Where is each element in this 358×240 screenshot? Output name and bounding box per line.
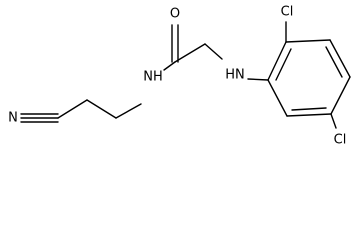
ring-bond-3 xyxy=(329,39,351,78)
bond-carbonyl-ch2 xyxy=(174,43,206,63)
atom-amide-o: O xyxy=(170,7,180,22)
benzene-ring xyxy=(267,39,351,117)
bond-nh-carbonyl xyxy=(163,61,176,71)
bond-ring-cl-bottom xyxy=(330,113,337,129)
bond-ch2-ch2 xyxy=(86,99,117,119)
ring-inner-bond-1 xyxy=(275,48,292,81)
bond-ch2-nh xyxy=(115,103,142,119)
atom-cl-top: Cl xyxy=(281,5,294,20)
nitrile-group: N xyxy=(8,111,59,126)
atom-nitrile-n: N xyxy=(8,111,18,126)
atom-amide-nh: NH xyxy=(143,70,163,85)
ring-bond-5 xyxy=(286,113,332,117)
ring-bond-4 xyxy=(330,76,351,115)
chemical-structure: N NH O HN Cl Cl xyxy=(8,5,351,148)
bond-hn-ring xyxy=(247,78,269,81)
bond-cn-ch2 xyxy=(57,99,88,119)
ring-inner-bond-3 xyxy=(291,107,327,111)
ring-bond-2 xyxy=(285,39,331,43)
ring-inner-bond-2 xyxy=(325,46,343,78)
chlorine-substituents: Cl Cl xyxy=(281,5,347,148)
ring-bond-6 xyxy=(267,79,288,117)
bond-ch2-hn xyxy=(204,43,223,60)
amide-group: NH O xyxy=(143,7,223,85)
ring-bond-1 xyxy=(267,41,287,81)
ethyl-chain xyxy=(57,99,142,119)
atom-amine-hn: HN xyxy=(225,68,245,83)
atom-cl-bottom: Cl xyxy=(334,133,347,148)
